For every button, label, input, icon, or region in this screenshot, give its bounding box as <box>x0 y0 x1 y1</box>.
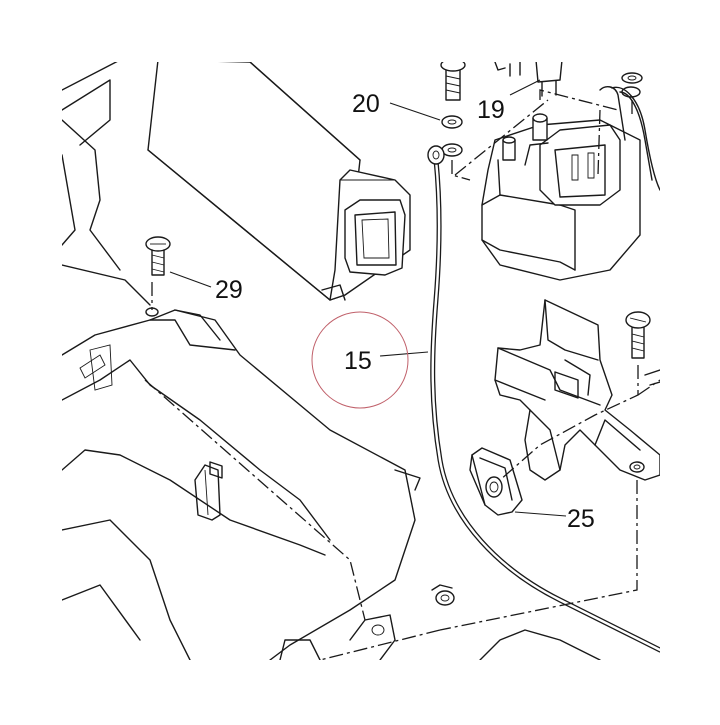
callout-15: 15 <box>344 347 372 375</box>
fuse-19 <box>494 62 563 97</box>
mounting-bracket <box>494 299 660 481</box>
leader-lines <box>169 79 567 517</box>
highlight-circle <box>311 311 409 409</box>
clip-nut-25 <box>469 447 523 516</box>
screw-29 <box>145 236 171 317</box>
control-unit-module <box>147 62 411 301</box>
callout-25: 25 <box>567 505 595 533</box>
left-housing <box>62 62 601 660</box>
washer-top-right <box>599 72 660 191</box>
screw-bracket <box>625 311 660 386</box>
assembly-lines <box>144 89 660 660</box>
ground-cable-15 <box>427 145 660 653</box>
callout-20: 20 <box>352 90 380 118</box>
bolt-20-stack <box>440 62 466 157</box>
callout-29: 29 <box>215 276 243 304</box>
relay-19 <box>481 113 641 281</box>
callout-19: 19 <box>477 96 505 124</box>
